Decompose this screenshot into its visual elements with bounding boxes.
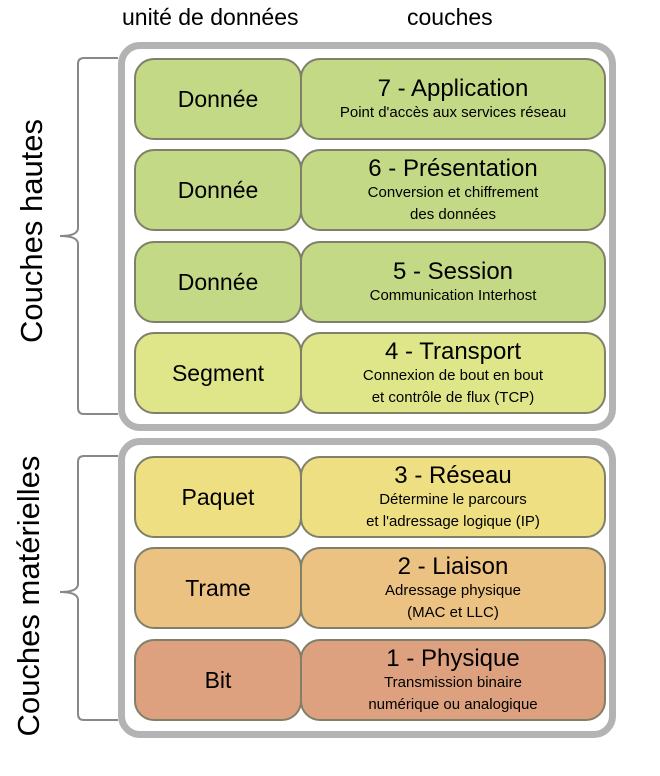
lower-group-label: Couches matérielles bbox=[11, 455, 46, 737]
braces bbox=[59, 57, 118, 721]
unit-label: Donnée bbox=[177, 85, 259, 112]
layer-description: Communication Interhost bbox=[369, 286, 537, 304]
layer-description: (MAC et LLC) bbox=[407, 603, 499, 621]
layer-title: 3 - Réseau bbox=[394, 461, 512, 489]
unit-cell: Donnée bbox=[134, 58, 302, 140]
layer-description: Transmission binaire bbox=[384, 673, 522, 691]
unit-column-header: unité de données bbox=[122, 4, 299, 30]
unit-cell: Trame bbox=[134, 547, 302, 629]
layer-description: et contrôle de flux (TCP) bbox=[371, 388, 535, 406]
upper-group-label: Couches hautes bbox=[14, 118, 49, 343]
unit-label: Segment bbox=[171, 359, 265, 386]
layers-column-header: couches bbox=[407, 4, 493, 30]
unit-label: Bit bbox=[204, 666, 232, 693]
unit-label: Paquet bbox=[181, 483, 255, 510]
layer-description: des données bbox=[410, 205, 496, 223]
layer-description: Adressage physique bbox=[385, 581, 521, 599]
unit-cell: Donnée bbox=[134, 241, 302, 323]
layer-description: Conversion et chiffrement bbox=[367, 183, 539, 201]
unit-cell: Bit bbox=[134, 639, 302, 721]
layer-description: Point d'accès aux services réseau bbox=[339, 103, 567, 121]
layer-description: Détermine le parcours bbox=[379, 490, 527, 508]
layer-title: 1 - Physique bbox=[386, 644, 520, 672]
layer-description: numérique ou analogique bbox=[368, 695, 538, 713]
layer-title: 4 - Transport bbox=[384, 337, 522, 365]
upper-brace-icon bbox=[59, 57, 118, 415]
layer-title: 7 - Application bbox=[377, 74, 529, 102]
layer-description: et l'adressage logique (IP) bbox=[366, 512, 540, 530]
layer-description: Connexion de bout en bout bbox=[362, 366, 544, 384]
layer-title: 2 - Liaison bbox=[397, 552, 509, 580]
unit-cell: Donnée bbox=[134, 149, 302, 231]
unit-label: Donnée bbox=[177, 268, 259, 295]
unit-cell: Paquet bbox=[134, 456, 302, 538]
unit-label: Trame bbox=[185, 574, 251, 601]
layer-title: 5 - Session bbox=[392, 257, 514, 285]
lower-brace-icon bbox=[59, 455, 118, 721]
unit-label: Donnée bbox=[177, 176, 259, 203]
layer-title: 6 - Présentation bbox=[368, 154, 538, 182]
unit-cell: Segment bbox=[134, 332, 302, 414]
